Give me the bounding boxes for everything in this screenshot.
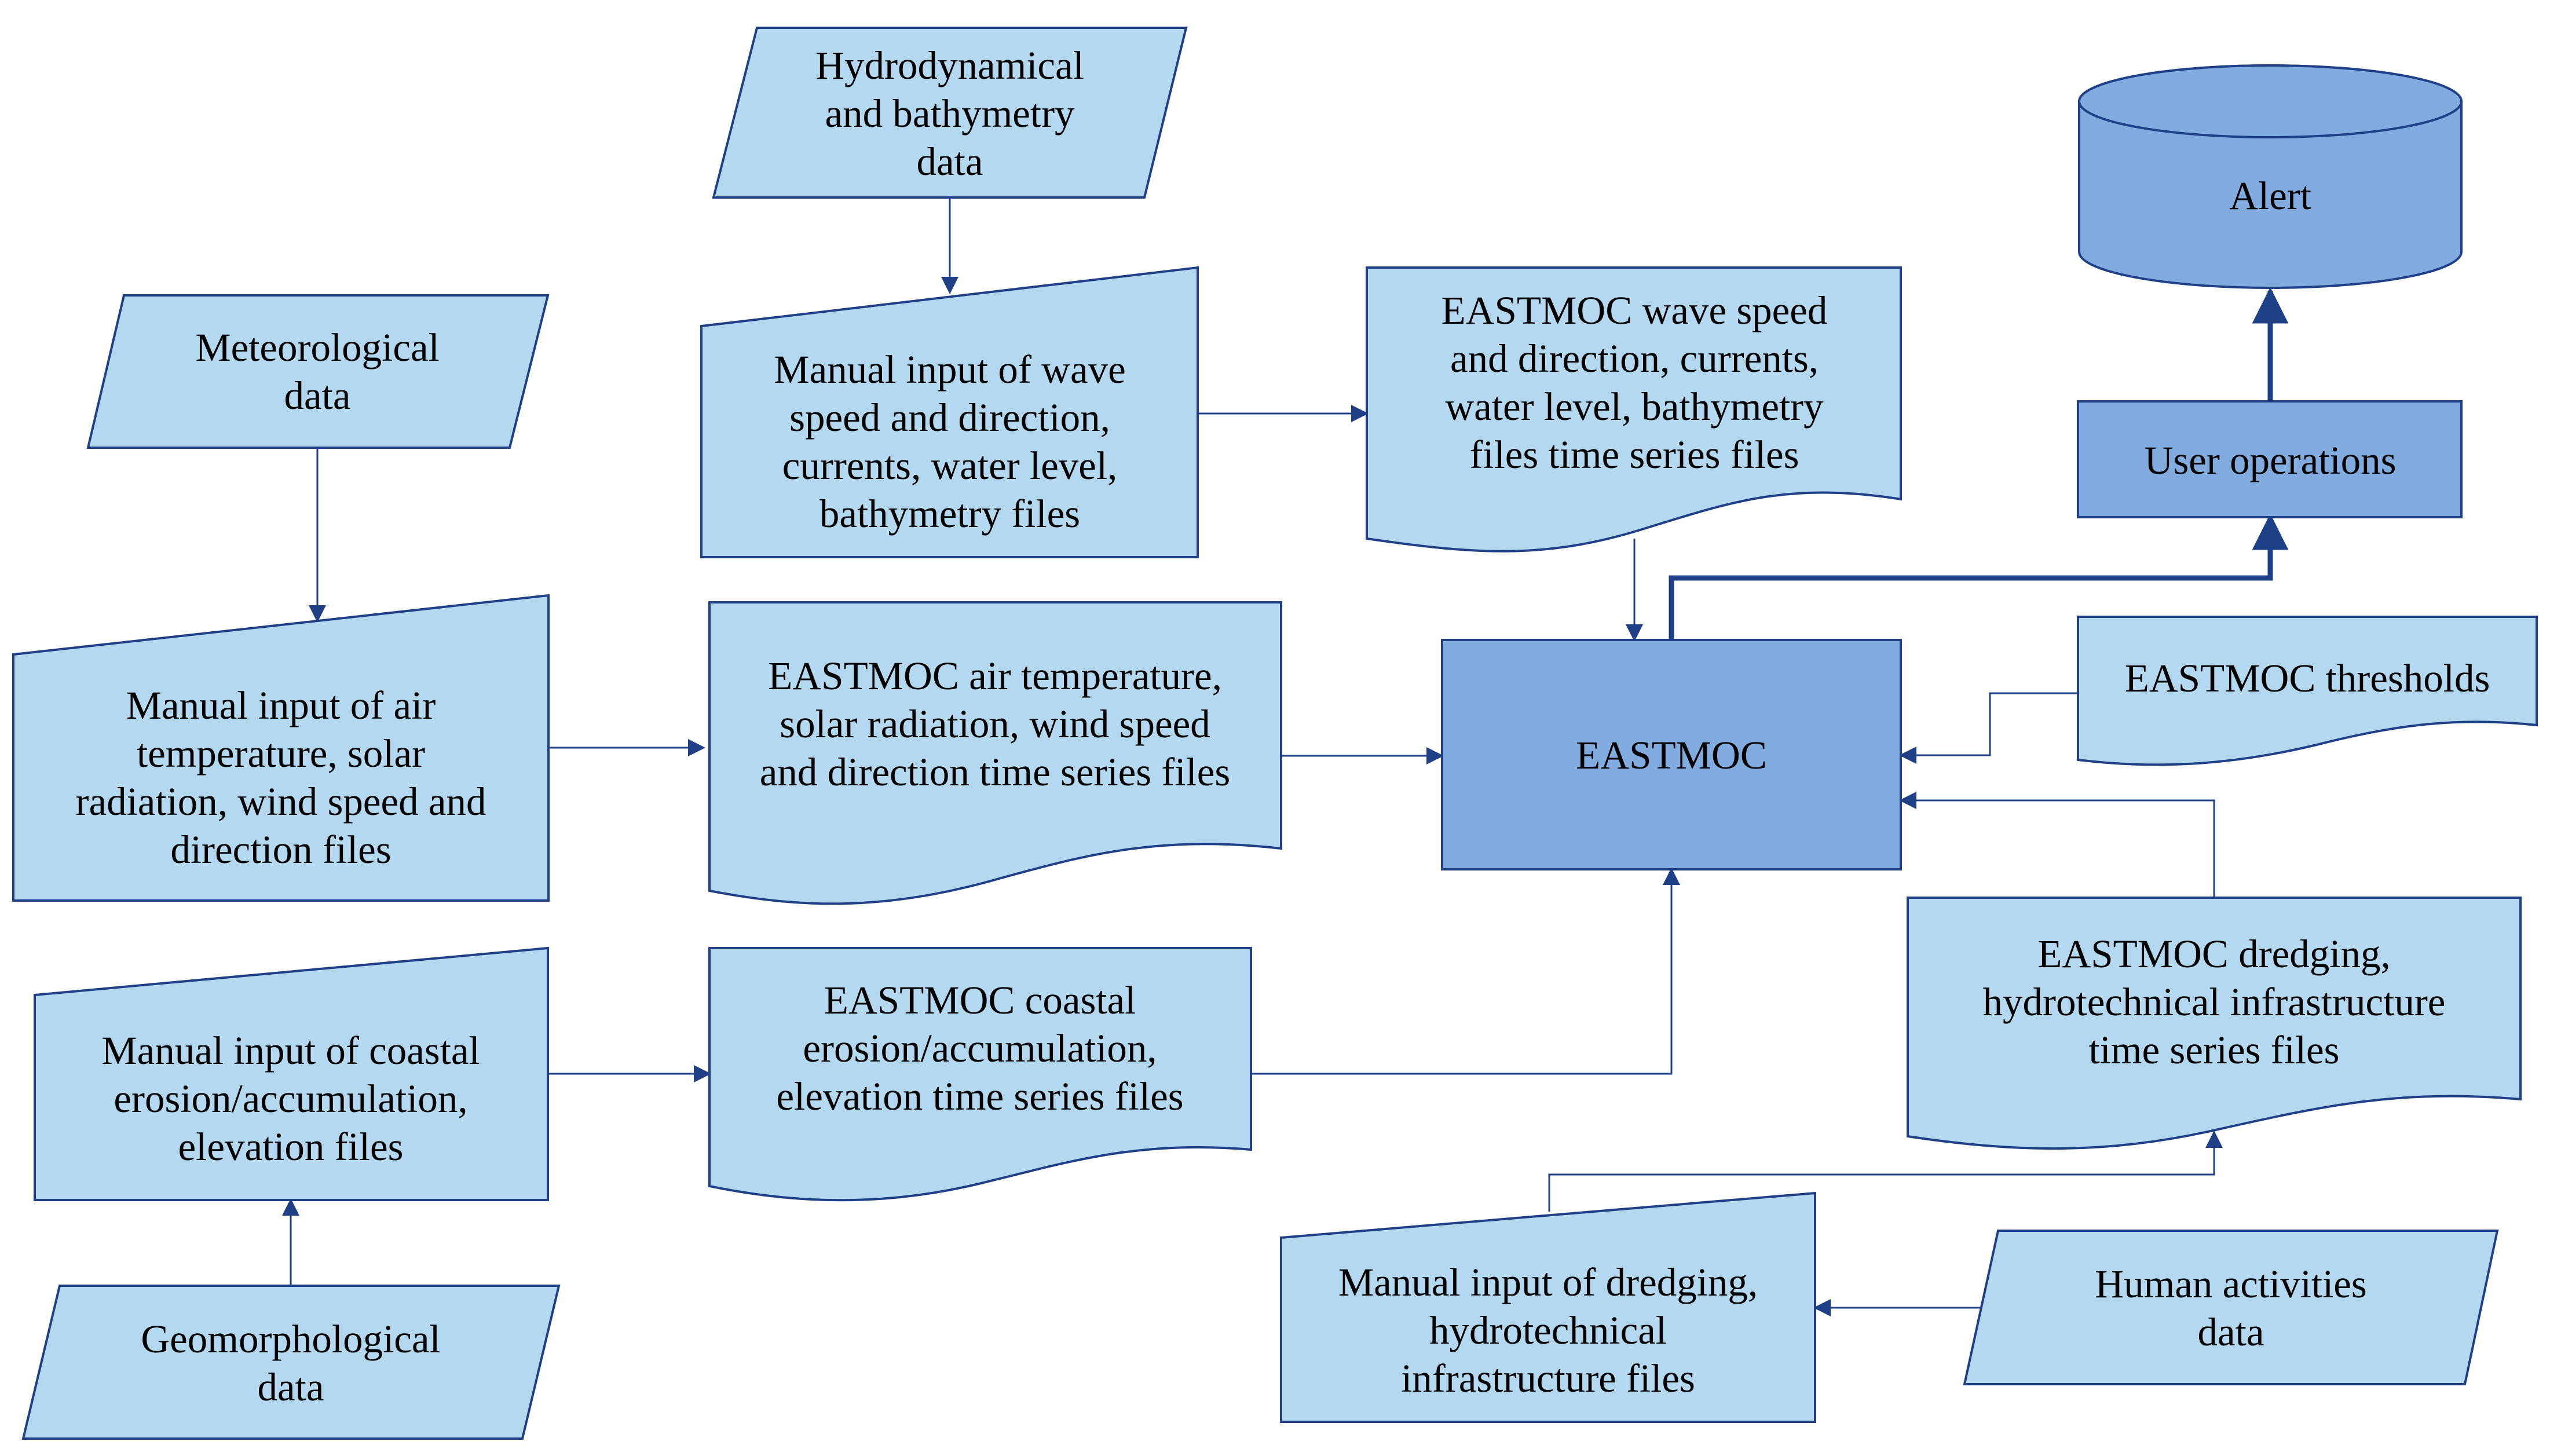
manual-wave-line-1: Manual input of wave (774, 347, 1125, 392)
wave-series-line-3: water level, bathymetry (1445, 385, 1824, 429)
coastal-series-line-3: elevation time series files (776, 1074, 1183, 1118)
wave-series-line-2: and direction, currents, (1450, 336, 1819, 381)
manual-dredging-shape: Manual input of dredging, hydrotechnical… (1280, 1191, 1816, 1423)
manual-air-line-4: direction files (170, 828, 391, 872)
hydro-data-shape: Hydrodynamical and bathymetry data (712, 27, 1188, 199)
hydro-data-line-1: Hydrodynamical (815, 43, 1084, 87)
thresholds-shape: EASTMOC thresholds (2077, 616, 2538, 766)
alert-database-shape: Alert (2078, 64, 2463, 289)
connector-dredging-series-to-eastmoc (1899, 792, 2215, 898)
wave-series-line-4: files time series files (1469, 433, 1799, 477)
manual-wave-shape: Manual input of wave speed and direction… (700, 266, 1199, 558)
alert-label: Alert (2229, 174, 2311, 218)
manual-air-line-3: radiation, wind speed and (76, 780, 486, 824)
meteo-data-line-1: Meteorological (195, 325, 440, 370)
user-operations-shape: User operations (2077, 400, 2463, 518)
hydro-data-line-3: data (917, 140, 983, 184)
connector-coastal-series-to-eastmoc (1251, 868, 1680, 1075)
manual-dredging-line-2: hydrotechnical (1429, 1308, 1667, 1352)
air-series-line-2: solar radiation, wind speed (780, 702, 1210, 746)
human-data-line-2: data (2198, 1310, 2264, 1354)
dredging-series-line-3: time series files (2088, 1028, 2339, 1072)
manual-air-line-1: Manual input of air (126, 683, 436, 727)
manual-wave-line-2: speed and direction, (789, 396, 1110, 440)
manual-wave-line-4: bathymetry files (819, 492, 1080, 536)
geo-data-shape: Geomorphological data (21, 1285, 561, 1440)
wave-series-line-1: EASTMOC wave speed (1442, 288, 1828, 332)
air-series-shape: EASTMOC air temperature, solar radiation… (708, 601, 1282, 905)
connectors (282, 197, 2289, 1316)
hydro-data-line-2: and bathymetry (825, 92, 1075, 136)
geo-data-line-1: Geomorphological (141, 1317, 440, 1361)
thresholds-label: EASTMOC thresholds (2125, 656, 2490, 700)
geo-data-line-2: data (258, 1365, 324, 1409)
manual-coastal-line-2: erosion/accumulation, (114, 1077, 467, 1121)
manual-air-shape: Manual input of air temperature, solar r… (12, 594, 550, 902)
connector-thresholds-to-eastmoc (1899, 692, 2078, 764)
meteo-data-line-2: data (284, 374, 351, 418)
manual-air-line-2: temperature, solar (137, 731, 425, 775)
wave-series-shape: EASTMOC wave speed and direction, curren… (1366, 266, 1902, 553)
dredging-series-line-1: EASTMOC dredging, (2037, 932, 2390, 976)
manual-coastal-line-3: elevation files (178, 1125, 404, 1169)
connector-eastmoc-to-user-ops (1669, 513, 2289, 640)
coastal-series-line-1: EASTMOC coastal (824, 978, 1136, 1022)
dredging-series-line-2: hydrotechnical infrastructure (1983, 980, 2446, 1024)
manual-wave-line-3: currents, water level, (782, 444, 1118, 488)
human-data-line-1: Human activities (2095, 1262, 2366, 1306)
human-data-shape: Human activities data (1963, 1230, 2499, 1385)
coastal-series-line-2: erosion/accumulation, (803, 1026, 1157, 1070)
eastmoc-label: EASTMOC (1576, 733, 1767, 777)
coastal-series-shape: EASTMOC coastal erosion/accumulation, el… (708, 947, 1252, 1202)
manual-dredging-line-3: infrastructure files (1401, 1356, 1695, 1400)
manual-coastal-shape: Manual input of coastal erosion/accumula… (34, 946, 549, 1201)
air-series-line-1: EASTMOC air temperature, (768, 654, 1222, 698)
user-operations-label: User operations (2145, 438, 2397, 482)
eastmoc-process-shape: EASTMOC (1441, 639, 1902, 870)
manual-coastal-line-1: Manual input of coastal (101, 1029, 480, 1073)
meteo-data-shape: Meteorological data (86, 294, 550, 449)
manual-dredging-line-1: Manual input of dredging, (1338, 1260, 1758, 1304)
dredging-series-shape: EASTMOC dredging, hydrotechnical infrast… (1907, 897, 2522, 1150)
connector-manual-dredging-to-dredging-series (1548, 1131, 2223, 1212)
air-series-line-3: and direction time series files (760, 750, 1230, 794)
